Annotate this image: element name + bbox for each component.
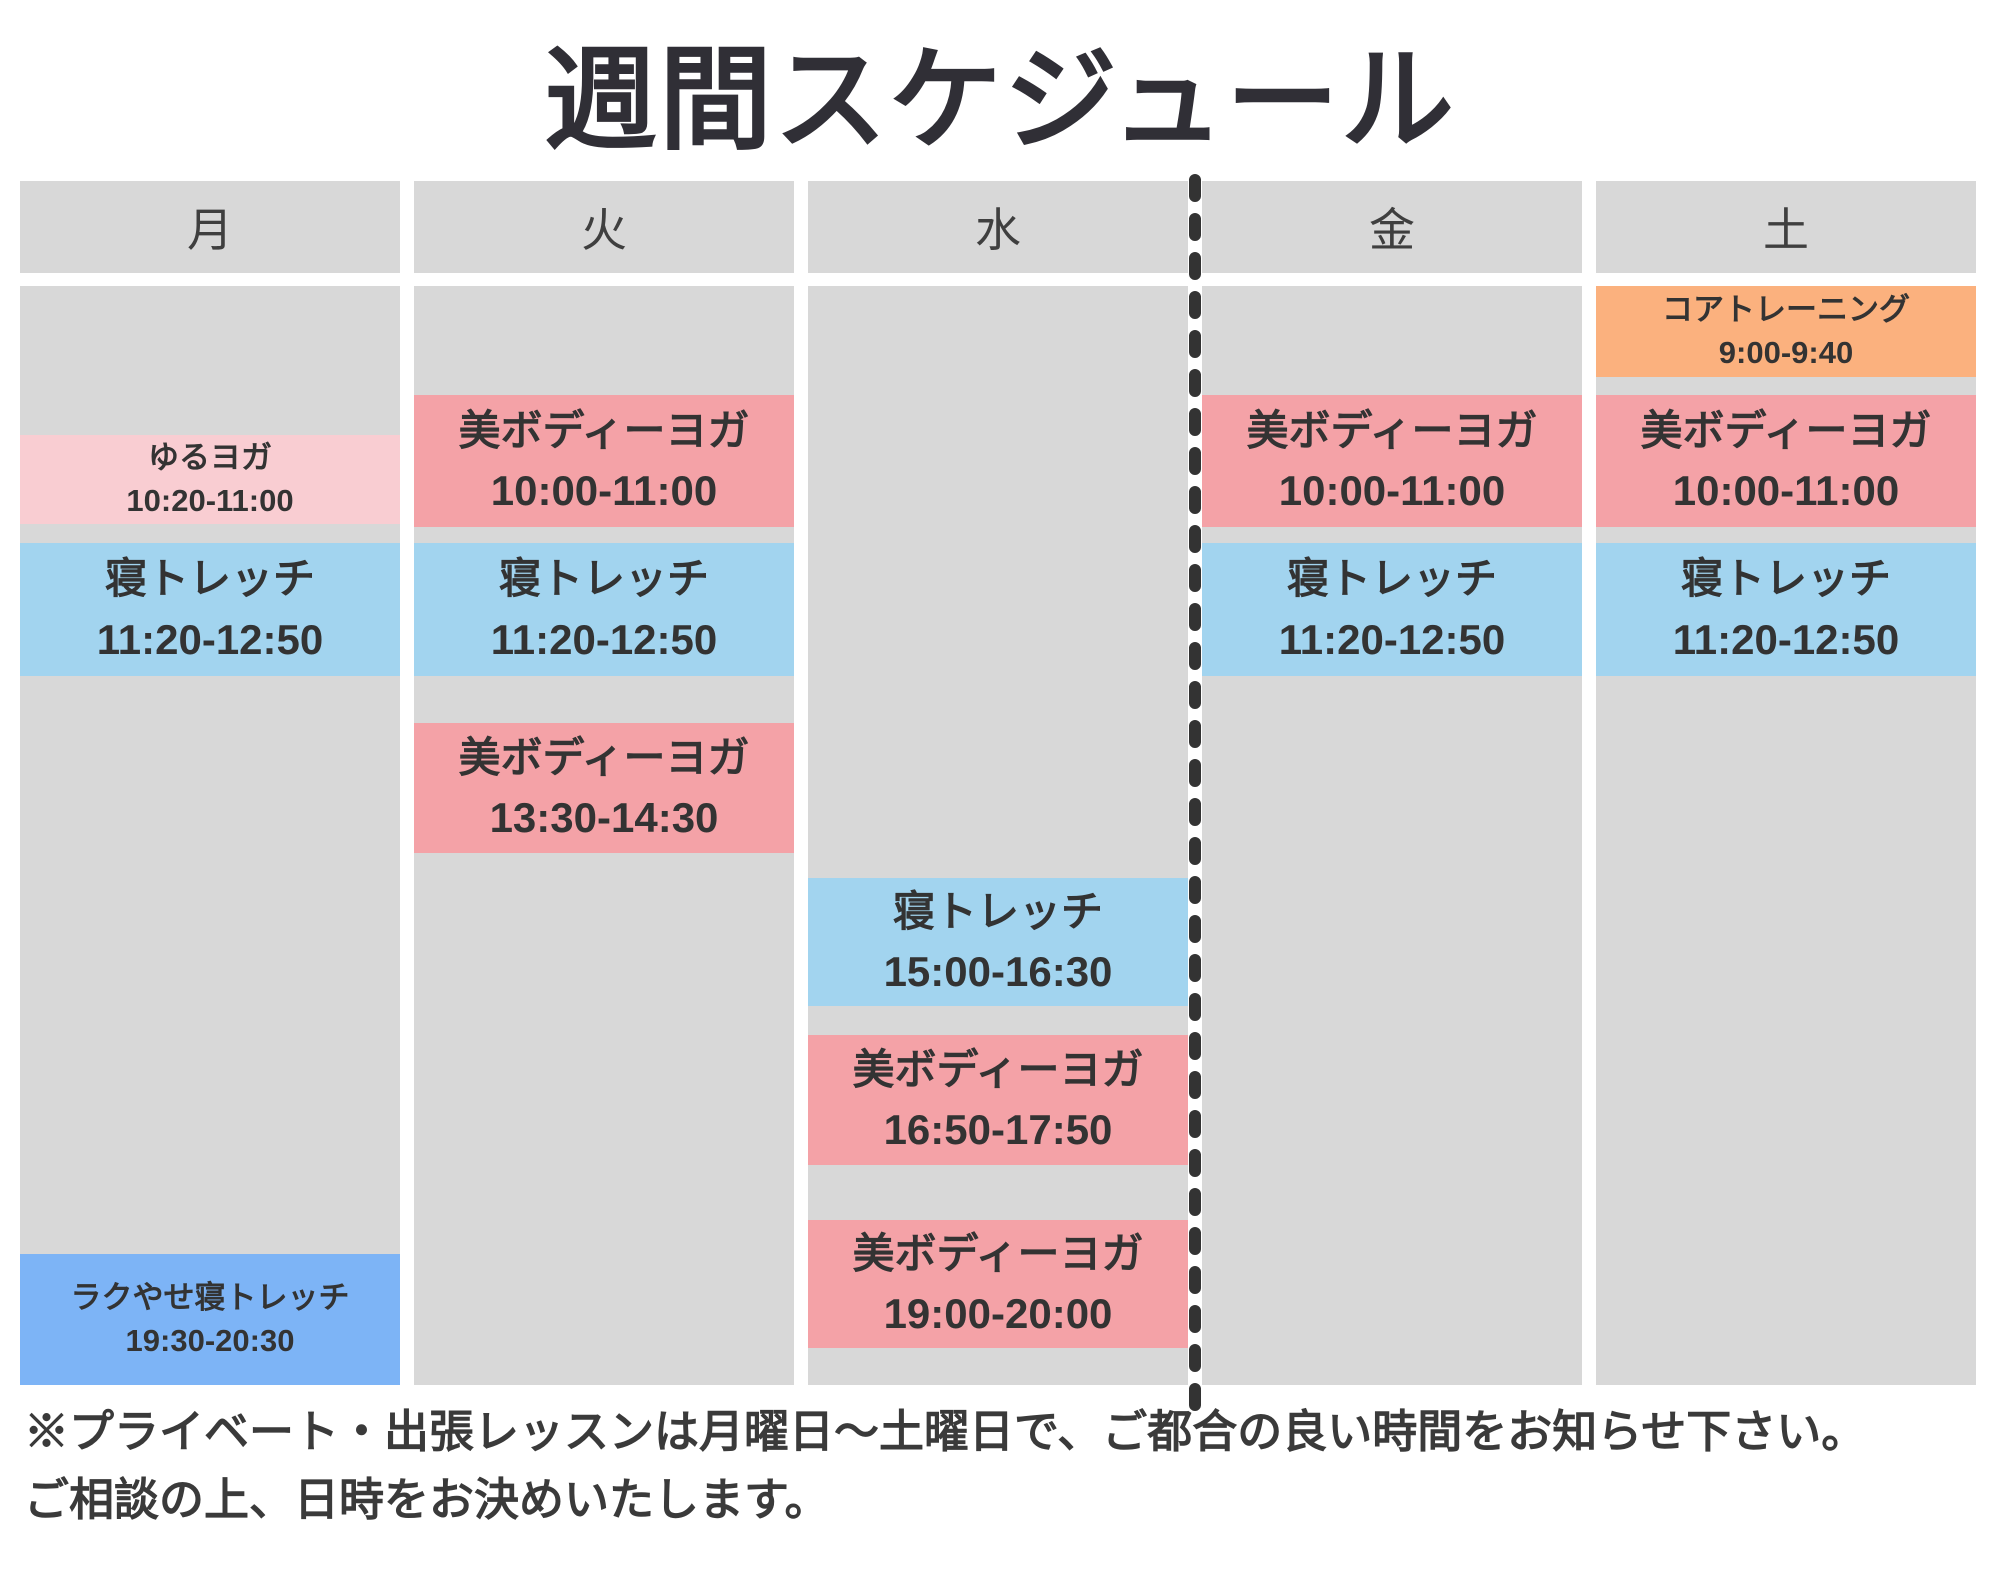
event-box-saturday-0: コアトレーニング 9:00-9:40	[1596, 286, 1976, 377]
event-box-monday-1: 寝トレッチ 11:20-12:50	[20, 543, 400, 676]
event-box-wednesday-0: 寝トレッチ 15:00-16:30	[808, 878, 1188, 1006]
event-name: 美ボディーヨガ	[458, 733, 750, 781]
event-box-tuesday-2: 美ボディーヨガ 13:30-14:30	[414, 723, 794, 853]
event-box-saturday-1: 美ボディーヨガ 10:00-11:00	[1596, 395, 1976, 527]
event-name: 寝トレッチ	[892, 887, 1103, 935]
event-time: 11:20-12:50	[1278, 615, 1506, 663]
day-column-tuesday: 美ボディーヨガ 10:00-11:00 寝トレッチ 11:20-12:50 美ボディーヨ…	[414, 286, 794, 1385]
event-name: 美ボディーヨガ	[1640, 406, 1932, 454]
event-name: コアトレーニング	[1662, 292, 1910, 328]
event-name: 寝トレッチ	[104, 555, 315, 603]
event-time: 19:00-20:00	[883, 1290, 1113, 1337]
event-time: 11:20-12:50	[490, 615, 718, 663]
event-name: 美ボディーヨガ	[458, 406, 750, 454]
event-time: 10:00-11:00	[1278, 467, 1506, 514]
footnote: ※プライベート・出張レッスンは月曜日〜土曜日で、ご都合の良い時間をお知らせ下さい…	[24, 1398, 1994, 1534]
event-name: 寝トレッチ	[1680, 555, 1891, 603]
event-box-friday-0: 美ボディーヨガ 10:00-11:00	[1202, 395, 1582, 527]
day-column-monday: ゆるヨガ 10:20-11:00 寝トレッチ 11:20-12:50 ラクやせ寝トレッチ…	[20, 286, 400, 1385]
week-divider-dashed-line	[1189, 174, 1201, 1434]
event-time: 13:30-14:30	[489, 794, 719, 841]
event-box-wednesday-2: 美ボディーヨガ 19:00-20:00	[808, 1220, 1188, 1348]
day-column-friday: 美ボディーヨガ 10:00-11:00 寝トレッチ 11:20-12:50	[1202, 286, 1582, 1385]
event-name: 美ボディーヨガ	[1246, 406, 1538, 454]
event-time: 15:00-16:30	[883, 948, 1113, 995]
event-time: 19:30-20:30	[125, 1322, 295, 1358]
event-name: 美ボディーヨガ	[852, 1229, 1144, 1277]
event-box-tuesday-0: 美ボディーヨガ 10:00-11:00	[414, 395, 794, 527]
event-time: 10:00-11:00	[490, 467, 718, 514]
event-name: ラクやせ寝トレッチ	[70, 1280, 350, 1316]
day-header-saturday: 土	[1596, 181, 1976, 273]
event-box-wednesday-1: 美ボディーヨガ 16:50-17:50	[808, 1035, 1188, 1165]
event-time: 10:00-11:00	[1672, 467, 1900, 514]
event-time: 16:50-17:50	[883, 1106, 1113, 1153]
event-name: 美ボディーヨガ	[852, 1045, 1144, 1093]
schedule-body: ゆるヨガ 10:20-11:00 寝トレッチ 11:20-12:50 ラクやせ寝トレッチ…	[20, 286, 1976, 1385]
day-header-row: 月火水金土	[20, 181, 1976, 273]
event-time: 11:20-12:50	[1672, 615, 1900, 663]
event-time: 9:00-9:40	[1718, 334, 1854, 370]
footnote-line-1: ※プライベート・出張レッスンは月曜日〜土曜日で、ご都合の良い時間をお知らせ下さい…	[24, 1406, 1867, 1457]
event-time: 11:20-12:50	[96, 615, 324, 663]
event-time: 10:20-11:00	[126, 482, 294, 518]
event-box-friday-1: 寝トレッチ 11:20-12:50	[1202, 543, 1582, 676]
page-title: 週間スケジュール	[543, 37, 1457, 163]
day-header-friday: 金	[1202, 181, 1582, 273]
event-name: 寝トレッチ	[1286, 555, 1497, 603]
event-box-monday-0: ゆるヨガ 10:20-11:00	[20, 435, 400, 524]
footnote-line-2: ご相談の上、日時をお決めいたします。	[24, 1474, 830, 1525]
day-header-tuesday: 火	[414, 181, 794, 273]
day-header-monday: 月	[20, 181, 400, 273]
event-name: 寝トレッチ	[498, 555, 709, 603]
event-box-monday-2: ラクやせ寝トレッチ 19:30-20:30	[20, 1254, 400, 1385]
event-box-saturday-2: 寝トレッチ 11:20-12:50	[1596, 543, 1976, 676]
day-header-wednesday: 水	[808, 181, 1188, 273]
day-column-saturday: コアトレーニング 9:00-9:40 美ボディーヨガ 10:00-11:00 寝トレッチ…	[1596, 286, 1976, 1385]
event-box-tuesday-1: 寝トレッチ 11:20-12:50	[414, 543, 794, 676]
event-name: ゆるヨガ	[148, 440, 272, 476]
